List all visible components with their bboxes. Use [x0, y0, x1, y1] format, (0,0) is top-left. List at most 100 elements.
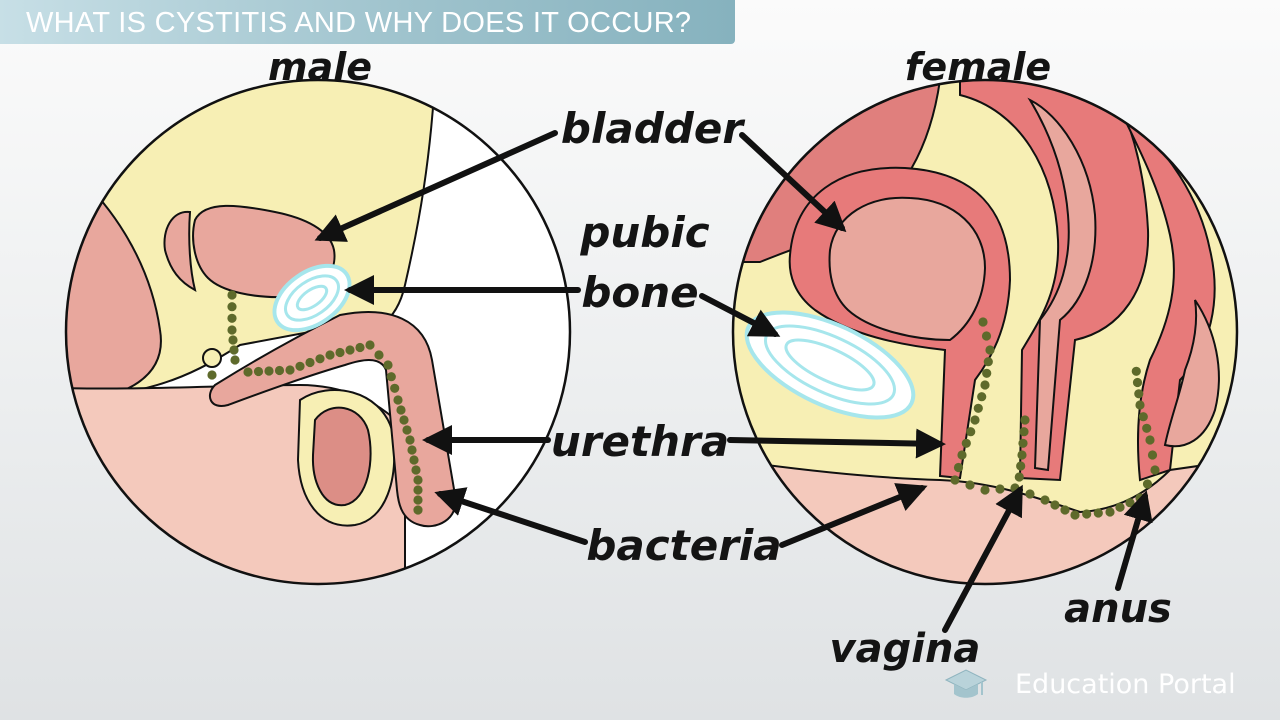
bacteria-dot — [405, 435, 415, 445]
bacteria-dot — [950, 475, 960, 485]
bacteria-dot — [1150, 465, 1160, 475]
label-bone: bone — [581, 268, 698, 317]
bacteria-dot — [973, 403, 983, 413]
arrow-bacteria-male — [434, 487, 588, 545]
bacteria-dot — [264, 366, 274, 376]
bacteria-dot — [1138, 412, 1148, 422]
page-title: WHAT IS CYSTITIS AND WHY DOES IT OCCUR? — [26, 7, 692, 39]
bacteria-dot — [355, 342, 365, 353]
label-male: male — [268, 45, 372, 89]
bacteria-dot — [1142, 423, 1152, 433]
bacteria-dot — [1082, 509, 1092, 519]
graduation-cap-icon — [944, 669, 988, 698]
bacteria-dot — [409, 455, 419, 465]
bacteria-dot — [393, 395, 403, 405]
bacteria-dot — [413, 485, 423, 495]
bacteria-dot — [995, 484, 1005, 494]
bacteria-dot — [274, 365, 285, 376]
bacteria-dot — [957, 450, 967, 460]
bacteria-dot — [1025, 489, 1035, 499]
female-bladder — [828, 196, 987, 342]
label-urethra: urethra — [551, 417, 729, 466]
bacteria-dot — [411, 465, 421, 475]
bacteria-dot — [978, 317, 988, 327]
bacteria-dot — [985, 345, 995, 355]
bacteria-dot — [1105, 507, 1115, 517]
male-rectum — [163, 210, 197, 292]
male-testis — [311, 406, 372, 507]
bacteria-dot — [1132, 377, 1143, 388]
bacteria-dot — [207, 370, 217, 380]
bacteria-dot — [1131, 366, 1141, 376]
bacteria-dot — [961, 438, 971, 448]
bacteria-dot — [399, 415, 409, 425]
arrow-vagina — [942, 484, 1023, 633]
arrow-bacteria-female — [779, 483, 928, 548]
male-pubic-bone — [272, 263, 352, 333]
bacteria-dot — [983, 357, 993, 367]
bacteria-dot — [1145, 435, 1155, 445]
bacteria-dot — [1019, 427, 1029, 437]
title-bar: WHAT IS CYSTITIS AND WHY DOES IT OCCUR? — [0, 0, 735, 44]
bacteria-dot — [305, 357, 315, 368]
bacteria-dot — [965, 480, 975, 490]
bacteria-dot — [1125, 498, 1135, 508]
label-anus: anus — [1064, 586, 1172, 632]
arrow-urethra-female — [727, 428, 946, 459]
bacteria-dot — [345, 345, 355, 355]
bacteria-dot — [980, 485, 990, 495]
bacteria-dot — [982, 368, 992, 378]
female-rectum-wall — [1119, 109, 1216, 482]
bacteria-dot — [1040, 495, 1050, 505]
male-penis — [208, 311, 457, 528]
bacteria-dot — [402, 425, 412, 435]
female-uterus-inner — [1027, 97, 1097, 472]
bacteria-dot — [413, 505, 423, 515]
bacteria-dot — [325, 350, 335, 360]
bacteria-dot — [230, 355, 240, 365]
label-vagina: vagina — [830, 626, 981, 672]
bacteria-dot — [386, 372, 396, 382]
bacteria-dot — [977, 392, 987, 402]
bacteria-dot — [285, 365, 295, 375]
bacteria-dot — [1147, 450, 1158, 460]
bacteria-dot — [253, 366, 264, 377]
arrow-bone-female — [699, 293, 781, 337]
bacteria-dot — [295, 361, 305, 371]
bacteria-dot — [413, 495, 423, 505]
bacteria-dot — [1016, 461, 1026, 471]
bacteria-dot — [980, 380, 990, 390]
bacteria-dot — [383, 360, 393, 370]
bacteria-dot — [1115, 502, 1125, 512]
bacteria-dot — [243, 367, 253, 377]
label-bladder: bladder — [561, 104, 745, 153]
bacteria-dot — [1134, 389, 1144, 399]
female-bacteria-trail — [950, 317, 1160, 520]
bacteria-dot — [365, 340, 375, 350]
bacteria-dot — [1070, 510, 1080, 520]
bacteria-dot — [413, 475, 423, 485]
bacteria-dot — [1017, 450, 1027, 460]
bacteria-dot — [1020, 415, 1030, 425]
female-cross-section — [731, 78, 1239, 586]
male-bacteria-trail — [207, 290, 423, 515]
bacteria-dot — [228, 335, 238, 345]
bacteria-dot — [407, 445, 417, 455]
bacteria-dot — [315, 354, 325, 364]
bacteria-dot — [981, 331, 992, 341]
arrow-anus — [1115, 490, 1153, 591]
bacteria-dot — [227, 302, 237, 312]
male-circle-outline — [64, 78, 572, 586]
bacteria-dot — [1050, 500, 1060, 510]
bacteria-dot — [227, 290, 237, 300]
bacteria-dot — [953, 462, 964, 473]
pointer-arrows — [314, 130, 1153, 633]
arrow-bladder-male — [314, 130, 558, 242]
bacteria-dot — [1142, 479, 1153, 489]
bacteria-dot — [390, 383, 400, 393]
female-anal-canal — [1163, 299, 1220, 448]
bacteria-dot — [227, 313, 237, 323]
bacteria-dot — [1014, 472, 1024, 482]
arrow-bladder-female — [739, 132, 847, 233]
bacteria-dot — [229, 345, 239, 355]
